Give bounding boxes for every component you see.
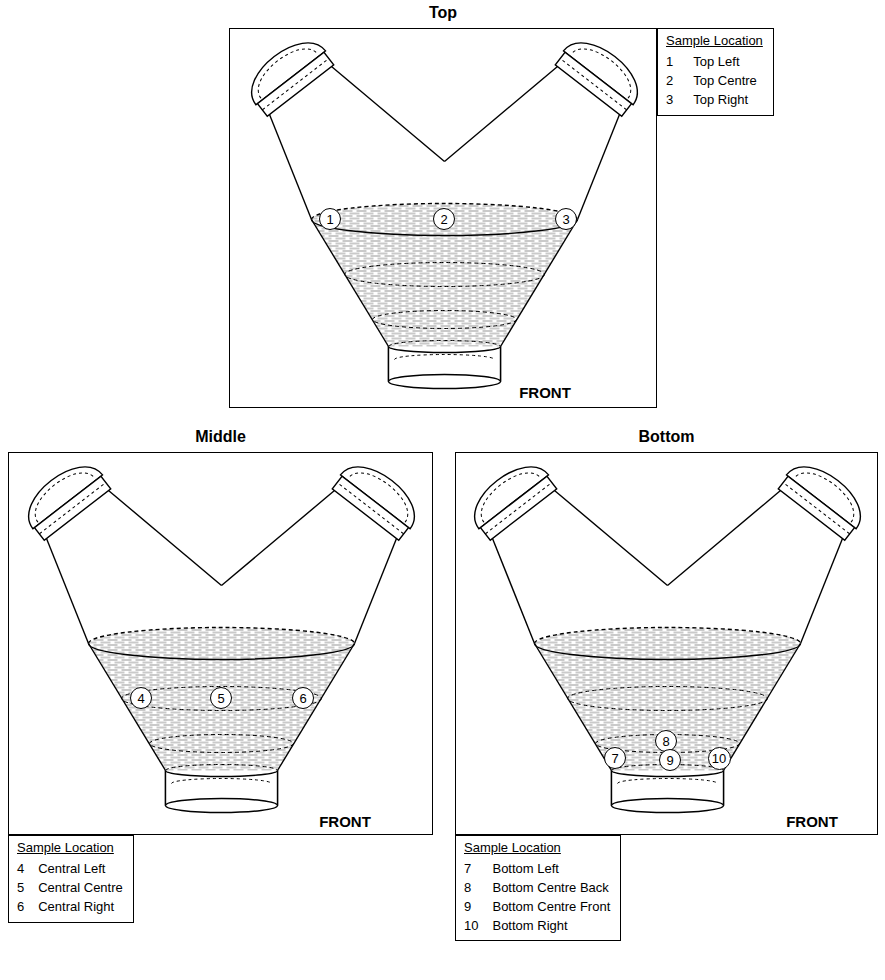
callout-number: 5: [217, 692, 224, 705]
sample-panel: Top123: [229, 28, 657, 408]
panel-heading: Top: [230, 4, 656, 22]
location-number: 7: [464, 861, 478, 878]
table-heading: Sample Location: [464, 840, 610, 857]
powder-fill: [312, 204, 578, 354]
sample-point: 1: [319, 208, 341, 230]
blender-arm: [462, 454, 667, 806]
sample-point: 5: [210, 687, 232, 709]
front-label: FRONT: [319, 813, 371, 830]
location-number: 8: [464, 880, 478, 897]
location-number: 2: [666, 73, 679, 90]
sample-location-table: Sample Location 4 Central Left 5 Central Cen…: [8, 835, 134, 923]
callout-number: 10: [712, 752, 726, 765]
location-name: Bottom Centre Back: [492, 880, 610, 897]
sample-location-table: Sample Location 1 Top Left 2 Top Centre 3 Top …: [657, 28, 774, 116]
arm-cover: [16, 454, 112, 542]
v-blender: [239, 30, 649, 389]
sample-point: 10: [708, 747, 731, 770]
location-number: 6: [17, 899, 24, 916]
sample-panel: Middle456: [8, 452, 433, 835]
powder-fill: [89, 628, 355, 778]
sample-point: 4: [130, 687, 152, 709]
location-name: Central Left: [38, 861, 123, 878]
callout-number: 9: [666, 754, 673, 767]
v-blender: [462, 454, 872, 813]
sample-point: 9: [659, 749, 681, 771]
arm-cover: [239, 30, 335, 118]
front-label: FRONT: [519, 384, 571, 401]
sample-location-table: Sample Location7Bottom Left8Bottom Centr…: [455, 835, 621, 941]
blender-arm: [445, 30, 650, 382]
sample-point: 3: [555, 208, 577, 230]
location-name: Central Centre: [38, 880, 123, 897]
location-name: Bottom Right: [492, 918, 610, 935]
sample-point: 2: [433, 208, 455, 230]
location-number: 5: [17, 880, 24, 897]
panel-heading: Bottom: [456, 428, 877, 446]
sample-panel: Bottom78910: [455, 452, 878, 835]
callout-number: 1: [326, 213, 333, 226]
arm-cover: [554, 30, 650, 118]
location-name: Top Left: [693, 54, 763, 71]
front-label: FRONT: [786, 813, 838, 830]
powder-fill: [535, 628, 801, 778]
arm-cover: [462, 454, 558, 542]
callout-number: 2: [440, 213, 447, 226]
location-name: Central Right: [38, 899, 123, 916]
arm-cover: [331, 454, 427, 542]
blender-arm: [668, 454, 873, 806]
blender-arm: [16, 454, 221, 806]
callout-number: 7: [611, 752, 618, 765]
blender-arm: [239, 30, 444, 382]
v-blender: [16, 454, 426, 813]
callout-number: 4: [137, 692, 144, 705]
callout-number: 6: [299, 692, 306, 705]
location-number: 3: [666, 92, 679, 109]
panel-heading: Middle: [9, 428, 432, 446]
table-heading: Sample Location: [666, 33, 763, 50]
location-number: 4: [17, 861, 24, 878]
location-number: 1: [666, 54, 679, 71]
arm-cover: [777, 454, 873, 542]
location-number: 10: [464, 918, 478, 935]
location-name: Bottom Centre Front: [492, 899, 610, 916]
table-heading: Sample Location: [17, 840, 123, 857]
blender-arm: [222, 454, 427, 806]
location-name: Top Right: [693, 92, 763, 109]
callout-number: 3: [562, 213, 569, 226]
sample-point: 7: [604, 747, 626, 769]
location-number: 9: [464, 899, 478, 916]
callout-number: 8: [662, 735, 669, 748]
location-name: Top Centre: [693, 73, 763, 90]
location-name: Bottom Left: [492, 861, 610, 878]
sample-point: 6: [292, 687, 314, 709]
